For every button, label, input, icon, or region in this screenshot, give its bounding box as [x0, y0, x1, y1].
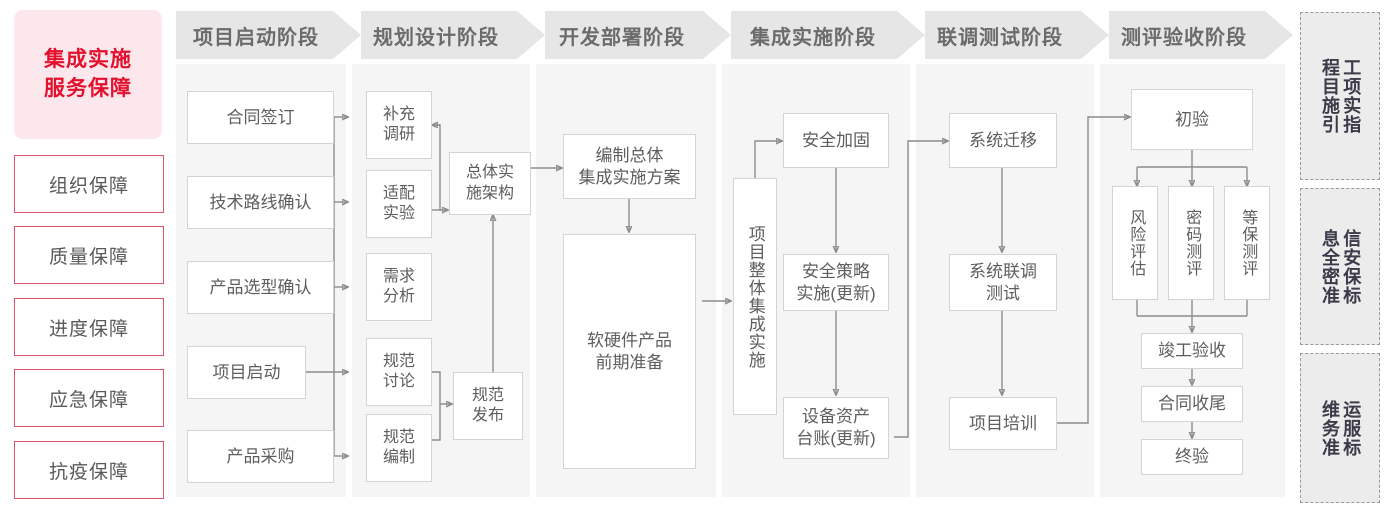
node-system-joint-test[interactable]: 系统联调测试 — [949, 254, 1057, 311]
node-label: 终验 — [1175, 447, 1209, 467]
guarantee-item-quality[interactable]: 质量保障 — [14, 226, 164, 284]
guarantee-item-schedule[interactable]: 进度保障 — [14, 298, 164, 356]
node-tech-route[interactable]: 技术路线确认 — [187, 176, 334, 229]
diagram-title: 集成实施服务保障 — [44, 48, 132, 100]
node-label: 安全策略实施(更新) — [796, 261, 876, 303]
node-spec-discussion[interactable]: 规范讨论 — [366, 338, 432, 406]
node-spec-drafting[interactable]: 规范编制 — [366, 414, 432, 482]
node-extra-research[interactable]: 补充调研 — [366, 91, 432, 159]
guarantee-item-organization[interactable]: 组织保障 — [14, 155, 164, 213]
node-hardware-software-prep[interactable]: 软硬件产品前期准备 — [563, 234, 696, 469]
node-security-policy-implementation[interactable]: 安全策略实施(更新) — [783, 254, 889, 311]
node-label: 系统迁移 — [969, 130, 1037, 150]
node-final-acceptance[interactable]: 终验 — [1141, 439, 1243, 475]
node-risk-assessment[interactable]: 风险评估 — [1112, 186, 1158, 300]
node-label: 竣工验收 — [1158, 341, 1226, 361]
node-label: 编制总体集成实施方案 — [578, 145, 681, 187]
stage-chevron-5 — [1081, 11, 1109, 59]
node-label: 产品采购 — [226, 446, 295, 466]
node-label: 初验 — [1175, 109, 1209, 129]
node-label: 项目整体集成实施 — [745, 224, 765, 369]
node-overall-architecture[interactable]: 总体实施架构 — [449, 152, 531, 215]
standards-label-col-left: 运服标 — [1341, 399, 1362, 457]
node-initial-acceptance[interactable]: 初验 — [1131, 89, 1253, 150]
stage-chevron-4 — [897, 11, 925, 59]
standards-label-col-left: 信安保标 — [1341, 228, 1362, 305]
guarantee-label: 组织保障 — [48, 175, 129, 197]
node-label: 风险评估 — [1127, 209, 1145, 277]
node-label: 系统联调测试 — [969, 261, 1037, 303]
node-label: 项目培训 — [969, 413, 1037, 433]
node-label: 合同签订 — [226, 107, 295, 127]
node-contract-closure[interactable]: 合同收尾 — [1141, 386, 1243, 422]
diagram-title-block: 集成实施服务保障 — [14, 10, 162, 139]
stage-chevron-1 — [333, 11, 361, 59]
standards-label-col-right: 程目施引 — [1320, 58, 1340, 134]
node-label: 需求分析 — [382, 267, 415, 305]
node-requirement-analysis[interactable]: 需求分析 — [366, 253, 432, 321]
node-label: 合同收尾 — [1158, 394, 1226, 414]
stage-chevron-3 — [703, 11, 731, 59]
node-spec-release[interactable]: 规范发布 — [453, 372, 523, 440]
node-security-hardening[interactable]: 安全加固 — [783, 113, 889, 168]
node-label: 设备资产台账(更新) — [796, 407, 876, 448]
standards-label-col-left: 工项实指 — [1341, 58, 1362, 134]
guarantee-label: 应急保障 — [48, 389, 129, 411]
node-system-migration[interactable]: 系统迁移 — [949, 113, 1057, 168]
node-label: 软硬件产品前期准备 — [587, 330, 672, 372]
node-label: 适配实验 — [382, 184, 415, 222]
node-project-kickoff[interactable]: 项目启动 — [187, 346, 306, 399]
node-label: 规范编制 — [382, 428, 415, 466]
stage-chevron-2 — [517, 11, 545, 59]
standards-label-col-right: 维务准 — [1320, 399, 1340, 457]
node-project-training[interactable]: 项目培训 — [949, 397, 1057, 450]
node-mlps-evaluation[interactable]: 等保测评 — [1224, 186, 1270, 300]
standards-item-engineering-guideline[interactable]: 程目施引 工项实指 — [1300, 12, 1380, 180]
guarantee-item-emergency[interactable]: 应急保障 — [14, 369, 164, 427]
node-cryptography-evaluation[interactable]: 密码测评 — [1168, 186, 1214, 300]
node-label: 项目启动 — [212, 362, 281, 382]
stage-chevron-6 — [1265, 11, 1293, 59]
standards-label-col-right: 息全密准 — [1320, 228, 1340, 305]
guarantee-label: 进度保障 — [48, 318, 129, 340]
node-label: 技术路线确认 — [209, 192, 312, 212]
node-label: 产品选型确认 — [209, 277, 312, 297]
standards-item-infosec-standard[interactable]: 息全密准 信安保标 — [1300, 188, 1380, 345]
node-product-select[interactable]: 产品选型确认 — [187, 261, 334, 314]
guarantee-item-epidemic[interactable]: 抗疫保障 — [14, 441, 164, 499]
node-label: 规范讨论 — [382, 352, 415, 390]
node-label: 规范发布 — [471, 386, 504, 424]
node-label: 安全加固 — [802, 130, 870, 150]
node-compile-integration-plan[interactable]: 编制总体集成实施方案 — [563, 134, 696, 199]
standards-item-ops-service-standard[interactable]: 维务准 运服标 — [1300, 353, 1380, 503]
node-label: 总体实施架构 — [465, 164, 514, 202]
guarantee-label: 质量保障 — [48, 246, 129, 268]
node-contract-sign[interactable]: 合同签订 — [187, 91, 334, 144]
node-label: 等保测评 — [1239, 209, 1257, 277]
node-adapt-test[interactable]: 适配实验 — [366, 170, 432, 238]
node-product-purchase[interactable]: 产品采购 — [187, 430, 334, 483]
node-asset-ledger-update[interactable]: 设备资产台账(更新) — [783, 397, 889, 459]
node-overall-integration[interactable]: 项目整体集成实施 — [733, 178, 777, 415]
node-label: 补充调研 — [382, 105, 415, 143]
node-completion-acceptance[interactable]: 竣工验收 — [1141, 333, 1243, 369]
node-label: 密码测评 — [1183, 209, 1201, 277]
guarantee-label: 抗疫保障 — [48, 461, 129, 483]
